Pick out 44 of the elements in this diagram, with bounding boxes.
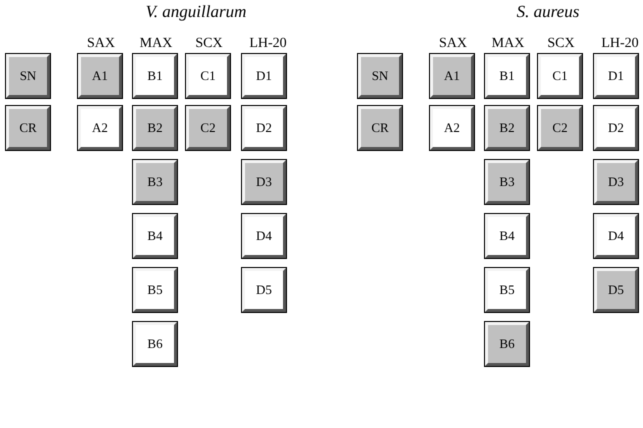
fraction-box: A1 bbox=[78, 54, 122, 98]
fraction-box: D4 bbox=[594, 214, 638, 258]
fraction-box: B6 bbox=[485, 322, 529, 366]
panel-title: S. aureus bbox=[516, 2, 580, 22]
fraction-box: B4 bbox=[133, 214, 177, 258]
fraction-box: A2 bbox=[430, 106, 474, 150]
fraction-box: B6 bbox=[133, 322, 177, 366]
fraction-box: CR bbox=[358, 106, 402, 150]
fraction-box: D1 bbox=[242, 54, 286, 98]
fraction-box: D5 bbox=[594, 268, 638, 312]
fraction-box: A2 bbox=[78, 106, 122, 150]
column-header: MAX bbox=[140, 36, 172, 52]
fraction-box: C1 bbox=[186, 54, 230, 98]
fraction-box: D5 bbox=[242, 268, 286, 312]
fraction-box: SN bbox=[358, 54, 402, 98]
column-header: LH-20 bbox=[601, 36, 639, 52]
fraction-box: B3 bbox=[485, 160, 529, 204]
fraction-box: A1 bbox=[430, 54, 474, 98]
fraction-box: CR bbox=[6, 106, 50, 150]
fraction-box: D3 bbox=[594, 160, 638, 204]
column-header: MAX bbox=[492, 36, 524, 52]
fraction-box: C2 bbox=[538, 106, 582, 150]
fraction-box: B5 bbox=[133, 268, 177, 312]
fraction-box: SN bbox=[6, 54, 50, 98]
fraction-box: B5 bbox=[485, 268, 529, 312]
fraction-box: C1 bbox=[538, 54, 582, 98]
column-header: SAX bbox=[439, 36, 467, 52]
fraction-box: D2 bbox=[594, 106, 638, 150]
fraction-box: B2 bbox=[133, 106, 177, 150]
fraction-box: C2 bbox=[186, 106, 230, 150]
fraction-box: B3 bbox=[133, 160, 177, 204]
fraction-box: B4 bbox=[485, 214, 529, 258]
fraction-box: D1 bbox=[594, 54, 638, 98]
fraction-box: D3 bbox=[242, 160, 286, 204]
column-header: SCX bbox=[547, 36, 575, 52]
fraction-box: B1 bbox=[485, 54, 529, 98]
fraction-box: D2 bbox=[242, 106, 286, 150]
panel-title: V. anguillarum bbox=[146, 2, 246, 22]
fraction-box: B1 bbox=[133, 54, 177, 98]
fraction-box: D4 bbox=[242, 214, 286, 258]
column-header: LH-20 bbox=[249, 36, 287, 52]
column-header: SAX bbox=[87, 36, 115, 52]
fraction-box: B2 bbox=[485, 106, 529, 150]
column-header: SCX bbox=[195, 36, 223, 52]
